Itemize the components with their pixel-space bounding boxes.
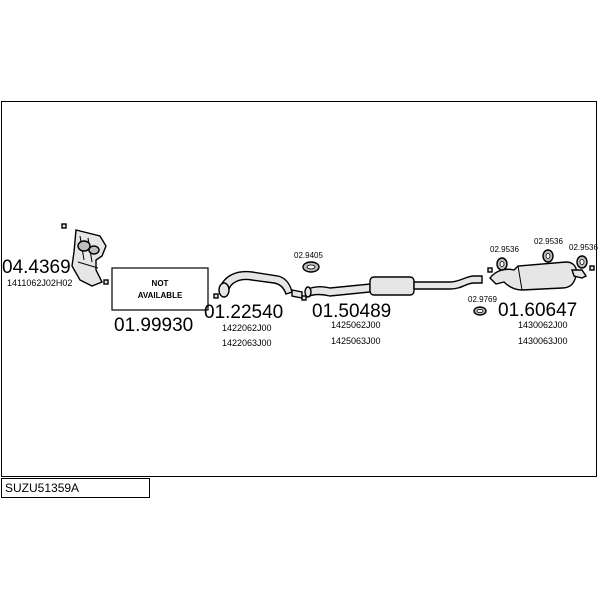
gasket-2-part[interactable]: [473, 306, 487, 316]
gasket-1-part[interactable]: [302, 261, 320, 273]
mount-1-part[interactable]: [496, 257, 508, 271]
gasket-1-number: 02.9405: [294, 251, 323, 260]
not-available-line1: NOT: [152, 279, 169, 288]
center-silencer-part[interactable]: [301, 275, 483, 301]
manifold-part[interactable]: [61, 223, 109, 287]
not-available-line2: AVAILABLE: [138, 291, 183, 300]
center-silencer-number: 01.50489: [312, 301, 391, 322]
manifold-oem: 1411062J02H02: [7, 278, 72, 288]
mount-1-number: 02.9536: [490, 245, 519, 254]
mount-2-part[interactable]: [542, 249, 554, 263]
mount-2-number: 02.9536: [534, 237, 563, 246]
diagram-frame: [1, 101, 597, 477]
front-pipe-number: 01.22540: [204, 302, 283, 323]
manifold-number: 04.4369: [2, 257, 71, 278]
front-pipe-oem-1: 1422062J00: [222, 323, 272, 333]
front-pipe-part[interactable]: [213, 270, 303, 299]
not-available-part: NOT AVAILABLE: [111, 267, 209, 311]
vehicle-code: SUZU51359A: [5, 481, 80, 495]
rear-silencer-number: 01.60647: [498, 300, 577, 321]
rear-silencer-oem-2: 1430063J00: [518, 336, 568, 346]
front-pipe-oem-2: 1422063J00: [222, 338, 272, 348]
center-silencer-oem-2: 1425063J00: [331, 336, 381, 346]
mount-3-part[interactable]: [576, 255, 588, 269]
vehicle-code-box: SUZU51359A: [1, 478, 150, 498]
not-available-number: 01.99930: [114, 315, 193, 336]
rear-silencer-oem-1: 1430062J00: [518, 320, 568, 330]
gasket-2-number: 02.9769: [468, 295, 497, 304]
mount-3-number: 02.9536: [569, 243, 598, 252]
center-silencer-oem-1: 1425062J00: [331, 320, 381, 330]
rear-silencer-part[interactable]: [487, 261, 595, 291]
